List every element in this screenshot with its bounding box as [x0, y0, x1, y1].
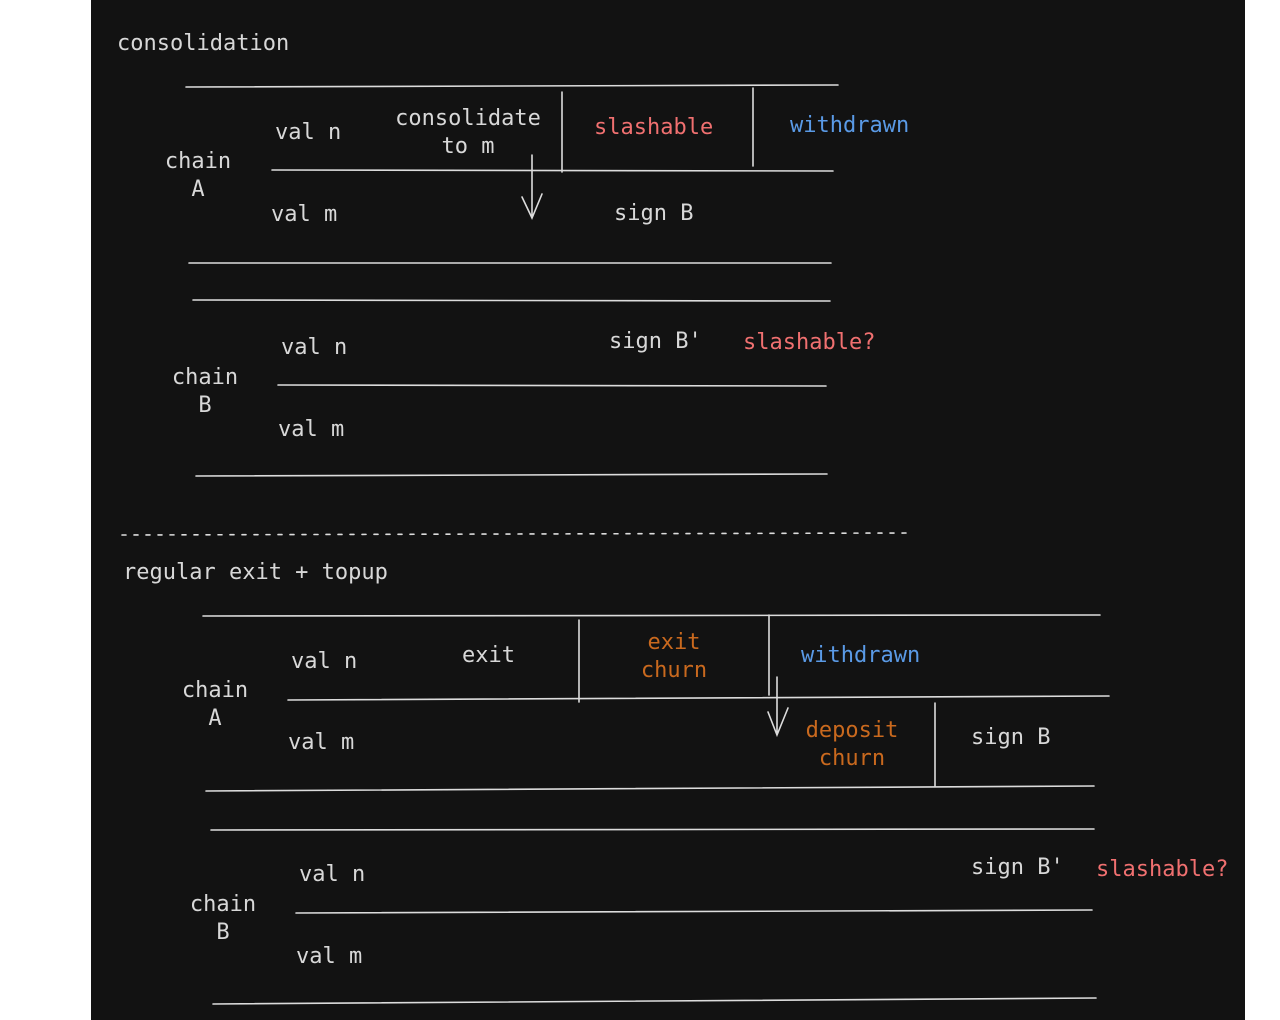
chain-a-label: chain A — [181, 678, 249, 731]
val-m-label: val m — [278, 417, 345, 442]
sign-label: sign B — [971, 725, 1051, 750]
chain-b-label: chain B — [171, 365, 239, 418]
line — [210, 828, 1095, 831]
val-m-label: val m — [296, 944, 363, 969]
val-m-label: val m — [288, 730, 355, 755]
slashable-label: slashable — [594, 115, 714, 140]
sign-label: sign B' — [609, 329, 702, 354]
slashable-label: slashable? — [743, 330, 876, 355]
sign-label: sign B' — [971, 855, 1064, 880]
line — [185, 84, 839, 88]
chain-b-label: chain B — [189, 892, 257, 945]
val-m-label: val m — [271, 202, 338, 227]
withdrawn-label: withdrawn — [801, 643, 921, 668]
val-n-label: val n — [291, 649, 358, 674]
val-n-label: val n — [281, 335, 348, 360]
line — [192, 299, 831, 302]
line — [212, 997, 1097, 1005]
line — [195, 473, 828, 477]
section-title: consolidation — [117, 31, 290, 56]
section-title: regular exit + topup — [123, 560, 388, 585]
val-n-label: val n — [275, 120, 342, 145]
line — [205, 785, 1095, 792]
withdrawn-label: withdrawn — [790, 113, 910, 138]
chain-a-label: chain A — [164, 149, 232, 202]
slashable-label: slashable? — [1096, 857, 1229, 882]
line — [202, 614, 1101, 617]
down-arrow — [521, 154, 543, 220]
line — [277, 384, 827, 387]
line — [295, 909, 1093, 914]
down-arrow — [767, 676, 789, 738]
deposit-churn-label: deposit churn — [805, 718, 899, 771]
line — [271, 169, 834, 172]
separator-dashed — [121, 532, 909, 536]
exit-label: exit — [462, 643, 515, 668]
exit-churn-label: exit churn — [640, 630, 708, 683]
val-n-label: val n — [299, 862, 366, 887]
sign-label: sign B — [614, 201, 694, 226]
consolidate-label: consolidate to m — [395, 106, 541, 159]
line — [287, 695, 1110, 701]
